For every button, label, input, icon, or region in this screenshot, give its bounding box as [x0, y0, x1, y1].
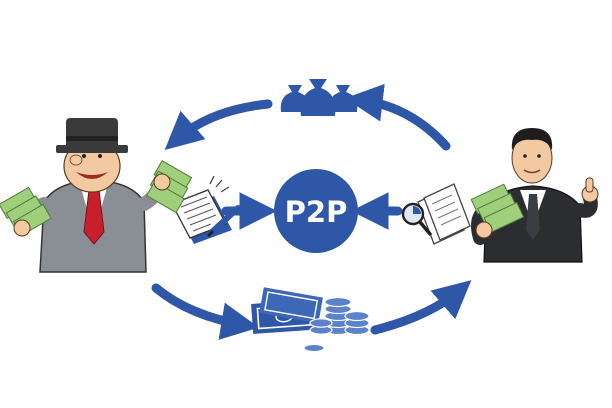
cash-and-coins-icon [251, 287, 370, 353]
p2p-hub-label: P2P [285, 195, 348, 229]
money-fan-icon [470, 183, 525, 239]
money-fan-icon [145, 159, 193, 214]
arrow-top-right [344, 83, 451, 151]
money-fan-icon [0, 186, 52, 237]
arrow-bottom-right [370, 280, 472, 335]
arrow-bottom-left [151, 283, 259, 340]
arrow-top-left [164, 99, 273, 150]
lender-character [15, 118, 169, 273]
p2p-hub: P2P [274, 169, 358, 253]
contract-pen-icon [171, 175, 241, 244]
money-bags-icon [280, 79, 358, 116]
document-magnifier-icon [401, 183, 471, 245]
cycle-arrows [151, 83, 472, 340]
